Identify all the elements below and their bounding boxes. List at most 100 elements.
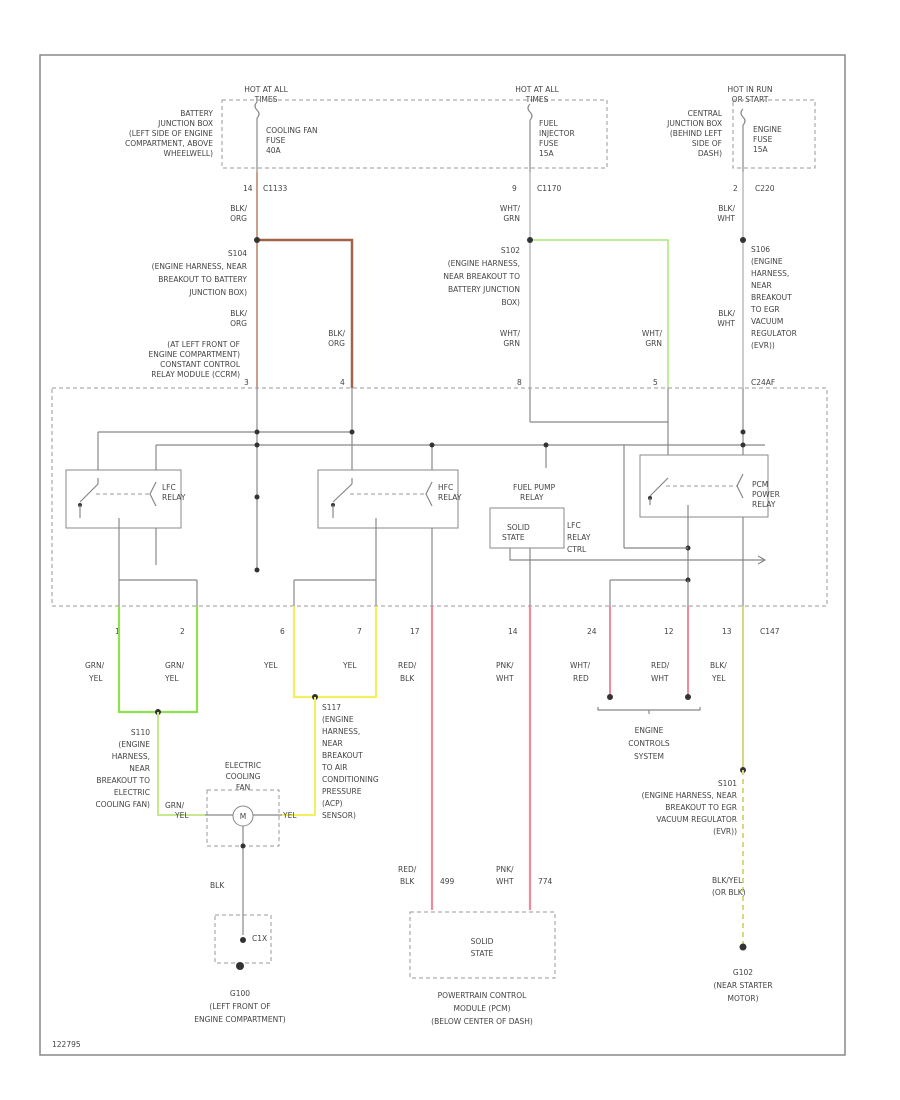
wire-label: RED/ <box>651 661 670 670</box>
wire-yel-to-fan <box>282 697 316 816</box>
lfc-relay: LFC RELAY <box>65 469 186 580</box>
hot-label-line1: HOT AT ALL <box>244 85 288 94</box>
ground-g102-dot <box>739 943 747 951</box>
wire-label: PNK/ <box>496 865 514 874</box>
splice-label: SENSOR) <box>322 811 356 820</box>
ccrm-desc: (AT LEFT FRONT OF <box>167 340 240 349</box>
splice-label: COOLING FAN) <box>95 800 150 809</box>
wire-grn-yel-loop <box>117 606 199 714</box>
wire-label: YEL <box>263 661 278 670</box>
wire-blk-org-branch <box>257 238 354 388</box>
pcm-power-label: PCM <box>752 480 768 489</box>
cjb-desc: SIDE OF <box>692 139 722 148</box>
diagram-code: 122795 <box>52 1040 81 1049</box>
lfc-relay-label: LFC <box>162 483 176 492</box>
splice-label: PRESSURE <box>322 787 362 796</box>
splice-label: (ENGINE <box>118 740 150 749</box>
hot-label-line2: TIMES <box>525 95 549 104</box>
wire-label: ORG <box>230 319 247 328</box>
powertrain-control-module: RED/ BLK 499 PNK/ WHT 774 SOLID STATE PO… <box>398 865 556 1026</box>
ccrm-pin: 14 <box>508 627 518 636</box>
splice-label: REGULATOR <box>751 329 797 338</box>
splice-label: NEAR <box>751 281 772 290</box>
pcm-label: POWERTRAIN CONTROL <box>438 991 528 1000</box>
splice-label: (EVR)) <box>713 827 737 836</box>
ccrm-pin: 13 <box>722 627 732 636</box>
splice-label: (EVR)) <box>751 341 775 350</box>
wire-label: YEL <box>711 674 726 683</box>
connector-id: C1133 <box>263 184 288 193</box>
splice-label: (ENGINE <box>751 257 783 266</box>
fuse-label: COOLING FAN <box>266 126 318 135</box>
fuse-label: FUSE <box>753 135 773 144</box>
splice-label: HARNESS, <box>112 752 150 761</box>
splice-label: (ACP) <box>322 799 343 808</box>
wire-label: ORG <box>230 214 247 223</box>
ground-g100: C1X G100 (LEFT FRONT OF ENGINE COMPARTME… <box>194 914 286 1024</box>
ccrm-pin: 6 <box>280 627 285 636</box>
wire-label: BLK/ <box>230 309 247 318</box>
lfc-ctrl-label: RELAY <box>567 533 591 542</box>
wire-label: GRN/ <box>165 801 185 810</box>
splice-s102-dot <box>527 237 533 243</box>
splice-s117-label: S117 (ENGINE HARNESS, NEAR BREAKOUT TO A… <box>321 703 379 820</box>
lfc-ctrl-label: LFC <box>567 521 581 530</box>
splice-label: S101 <box>718 779 737 788</box>
wire-label: WHT/ <box>500 329 521 338</box>
bjb-desc: (LEFT SIDE OF ENGINE <box>129 129 213 138</box>
engine-ctrl-label: CONTROLS <box>628 739 670 748</box>
ccrm-connector-id: C147 <box>760 627 780 636</box>
fuse-label: 40A <box>266 146 282 155</box>
solid-state-label: STATE <box>502 533 525 542</box>
splice-label: VACUUM REGULATOR <box>656 815 737 824</box>
bjb-desc: WHEELWELL) <box>164 149 214 158</box>
hot-label-line1: HOT IN RUN <box>727 85 772 94</box>
connector-id: C1170 <box>537 184 562 193</box>
wire-label: GRN <box>645 339 662 348</box>
wire-label: WHT <box>496 674 514 683</box>
pcm-solid-state: STATE <box>471 949 494 958</box>
splice-label: VACUUM <box>751 317 783 326</box>
wire-label: BLK/ <box>710 661 727 670</box>
engine-fuse-icon <box>740 108 746 172</box>
splice-label: NEAR <box>322 739 343 748</box>
cjb-desc: DASH) <box>698 149 722 158</box>
fuse-label: 15A <box>539 149 555 158</box>
splice-label: HARNESS, <box>751 269 789 278</box>
splice-label: HARNESS, <box>322 727 360 736</box>
wire-wht-grn-branch <box>530 239 669 388</box>
splice-label: (ENGINE HARNESS, <box>448 259 520 268</box>
central-junction-box: HOT IN RUN OR START CENTRAL JUNCTION BOX… <box>666 85 816 193</box>
wire-label: RED <box>573 674 589 683</box>
bjb-desc: COMPARTMENT, ABOVE <box>125 139 213 148</box>
ccrm-connector-id: C24AF <box>751 378 775 387</box>
fan-label: ELECTRIC <box>225 761 261 770</box>
cjb-desc: (BEHIND LEFT <box>670 129 723 138</box>
lfc-relay-label: RELAY <box>162 493 186 502</box>
splice-label: CONDITIONING <box>322 775 379 784</box>
bjb-desc: BATTERY <box>180 109 213 118</box>
circuit-number: 499 <box>440 877 455 886</box>
g102-label: (NEAR STARTER <box>713 981 772 990</box>
pcm-power-relay: PCM POWER RELAY <box>610 454 780 583</box>
splice-label: S117 <box>322 703 341 712</box>
wire-label: YEL <box>164 674 179 683</box>
wire-grn-yel-to-fan <box>157 712 205 816</box>
wire-label: WHT <box>496 877 514 886</box>
wire-label: RED/ <box>398 661 417 670</box>
fuel-pump-relay: FUEL PUMP RELAY SOLID STATE LFC RELAY CT… <box>489 483 767 606</box>
hot-in-run-bus <box>732 99 816 169</box>
wire-label: RED/ <box>398 865 417 874</box>
cooling-fan-fuse-icon <box>254 101 260 172</box>
splice-label: BREAKOUT <box>751 293 792 302</box>
splice-label: BREAKOUT TO BATTERY <box>158 275 247 284</box>
ccrm-pin: 17 <box>410 627 420 636</box>
splice-label: BOX) <box>501 298 520 307</box>
pcm-power-label: POWER <box>752 490 780 499</box>
splice-s106-dot <box>740 237 746 243</box>
ccrm-pin: 8 <box>517 378 522 387</box>
cjb-desc: JUNCTION BOX <box>666 119 722 128</box>
engine-controls-system: ENGINE CONTROLS SYSTEM <box>628 726 670 761</box>
splice-label: TO AIR <box>321 763 347 772</box>
wire-label: BLK/ <box>328 329 345 338</box>
